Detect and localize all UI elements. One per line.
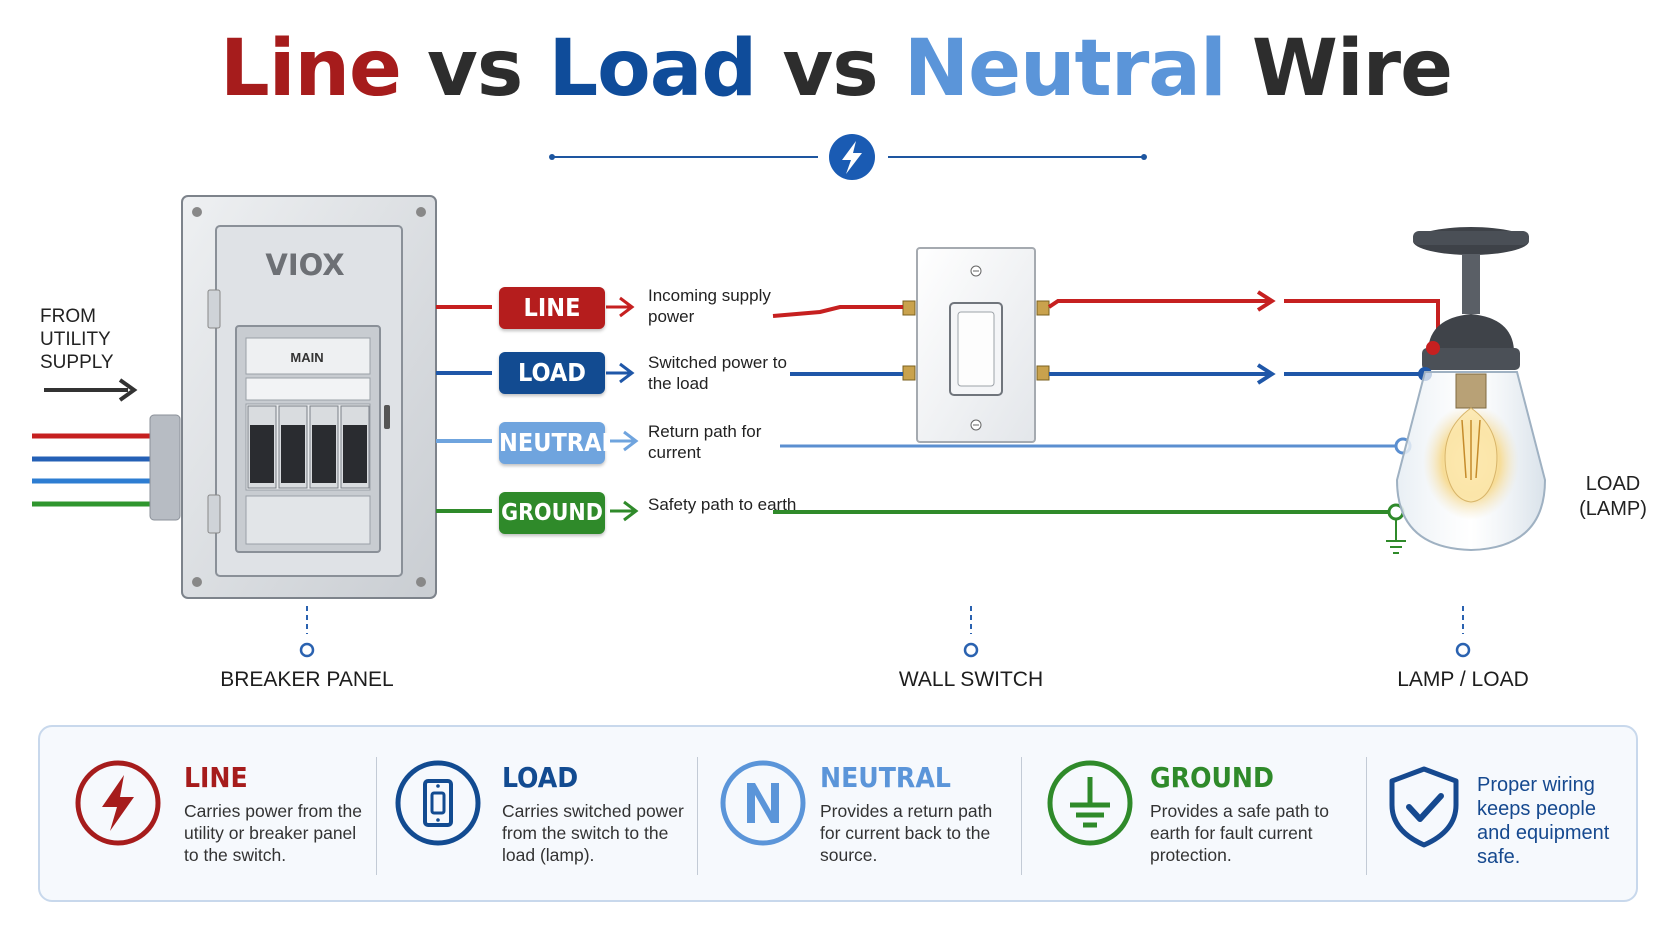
legend-line-title: LINE bbox=[184, 761, 248, 794]
title-vs-1: vs bbox=[400, 24, 549, 114]
ground-icon bbox=[1047, 760, 1133, 846]
lamp-side-label: LOAD (LAMP) bbox=[1579, 473, 1647, 520]
panel-output-stubs bbox=[436, 305, 492, 513]
legend-divider bbox=[697, 757, 698, 875]
utility-supply-label: FROM UTILITY SUPPLY bbox=[40, 306, 114, 373]
lightning-icon bbox=[75, 760, 161, 846]
title-load: Load bbox=[548, 24, 757, 114]
neutral-tag: NEUTRAL bbox=[499, 422, 616, 464]
legend-divider bbox=[376, 757, 377, 875]
legend-neutral-title: NEUTRAL bbox=[820, 761, 951, 794]
line-wire bbox=[772, 290, 1440, 348]
neutral-n-icon bbox=[720, 760, 806, 846]
line-tag: LINE bbox=[499, 287, 605, 329]
title-divider bbox=[549, 134, 1147, 180]
legend-box: LINE Carries power from the utility or b… bbox=[38, 725, 1638, 902]
legend-load-text: Carries switched power from the switch t… bbox=[502, 801, 684, 865]
line-description: Incoming supply power bbox=[648, 286, 771, 326]
shield-check-icon bbox=[1389, 766, 1459, 848]
component-markers bbox=[299, 606, 1471, 658]
legend-divider bbox=[1366, 757, 1367, 875]
title-vs-2: vs bbox=[756, 24, 904, 114]
lamp bbox=[1395, 227, 1547, 552]
ground-tag: GROUND bbox=[499, 492, 605, 534]
incoming-wires bbox=[32, 433, 155, 507]
legend-line-text: Carries power from the utility or breake… bbox=[184, 801, 362, 865]
lamp-load-label: LAMP / LOAD bbox=[1397, 668, 1529, 691]
tag-arrows bbox=[606, 296, 639, 522]
title-wire: Wire bbox=[1225, 24, 1453, 114]
load-wire bbox=[790, 363, 1425, 385]
load-description: Switched power to the load bbox=[648, 353, 787, 393]
neutral-description: Return path for current bbox=[648, 422, 762, 462]
wall-switch-label: WALL SWITCH bbox=[898, 668, 1044, 691]
title-neutral: Neutral bbox=[903, 24, 1227, 114]
title-line: Line bbox=[220, 24, 402, 114]
legend-load-title: LOAD bbox=[502, 761, 579, 794]
load-tag: LOAD bbox=[499, 352, 605, 394]
utility-arrow bbox=[44, 378, 138, 402]
legend-divider bbox=[1021, 757, 1022, 875]
panel-brand: VIOX bbox=[265, 248, 345, 282]
safety-note: Proper wiring keeps people and equipment… bbox=[1477, 774, 1610, 868]
ground-description: Safety path to earth bbox=[648, 495, 797, 514]
ground-wire bbox=[773, 503, 1406, 554]
breaker-panel bbox=[149, 195, 437, 599]
page-title: Line vs Load vs Neutral Wire bbox=[0, 24, 1672, 114]
legend-ground-text: Provides a safe path to earth for fault … bbox=[1150, 801, 1329, 865]
legend-ground-title: GROUND bbox=[1150, 761, 1274, 794]
lightning-icon bbox=[842, 141, 862, 174]
switch-icon bbox=[395, 760, 481, 846]
main-breaker-label: MAIN bbox=[290, 350, 324, 365]
neutral-wire bbox=[780, 437, 1412, 455]
wall-switch bbox=[902, 247, 1050, 443]
breaker-panel-label: BREAKER PANEL bbox=[220, 668, 394, 691]
legend-neutral-text: Provides a return path for current back … bbox=[820, 801, 993, 865]
